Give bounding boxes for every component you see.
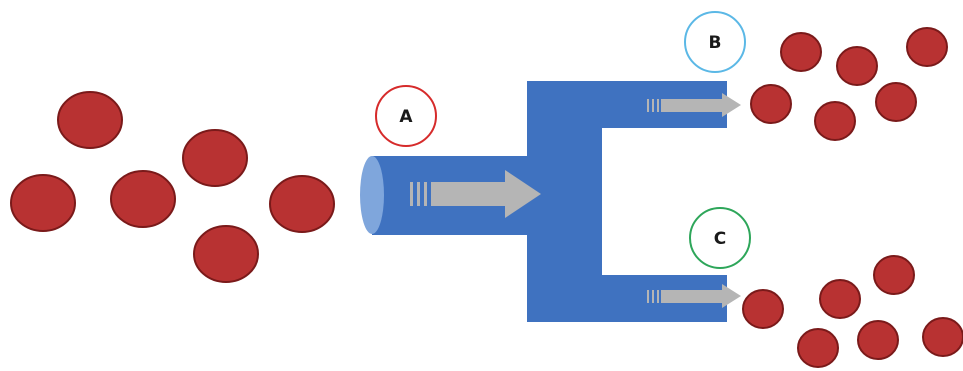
red-cell	[10, 174, 76, 232]
red-cell	[110, 170, 176, 228]
upper-branch-arrow	[647, 93, 741, 117]
red-cell	[797, 328, 839, 368]
lower-branch-arrow	[647, 284, 741, 308]
lower-outgoing-cells-group	[742, 255, 963, 368]
label-b: B	[684, 11, 746, 73]
main-flow-arrow	[410, 170, 541, 218]
label-a-ring	[375, 85, 437, 147]
upper-outgoing-cells-group	[750, 27, 948, 141]
red-cell	[814, 101, 856, 141]
label-b-ring	[684, 11, 746, 73]
red-cell	[819, 279, 861, 319]
label-a-text: A	[399, 107, 413, 127]
red-cell	[780, 32, 822, 72]
red-cell	[922, 317, 963, 357]
red-cell	[875, 82, 917, 122]
red-cell	[906, 27, 948, 67]
flow-arrows	[410, 93, 741, 308]
red-cell	[193, 225, 259, 283]
label-c-ring	[689, 207, 751, 269]
branching-pipe	[360, 81, 727, 322]
red-cell	[269, 175, 335, 233]
red-cell	[182, 129, 248, 187]
red-cell	[750, 84, 792, 124]
label-b-text: B	[709, 33, 722, 53]
label-c: C	[689, 207, 751, 269]
pipe-body	[372, 81, 727, 322]
red-cell	[836, 46, 878, 86]
red-cell	[873, 255, 915, 295]
incoming-cells-group	[10, 91, 335, 283]
red-cell	[57, 91, 123, 149]
label-c-text: C	[714, 229, 726, 249]
red-cell	[742, 289, 784, 329]
label-a: A	[375, 85, 437, 147]
pipe-inlet	[360, 156, 384, 234]
red-cell	[857, 320, 899, 360]
